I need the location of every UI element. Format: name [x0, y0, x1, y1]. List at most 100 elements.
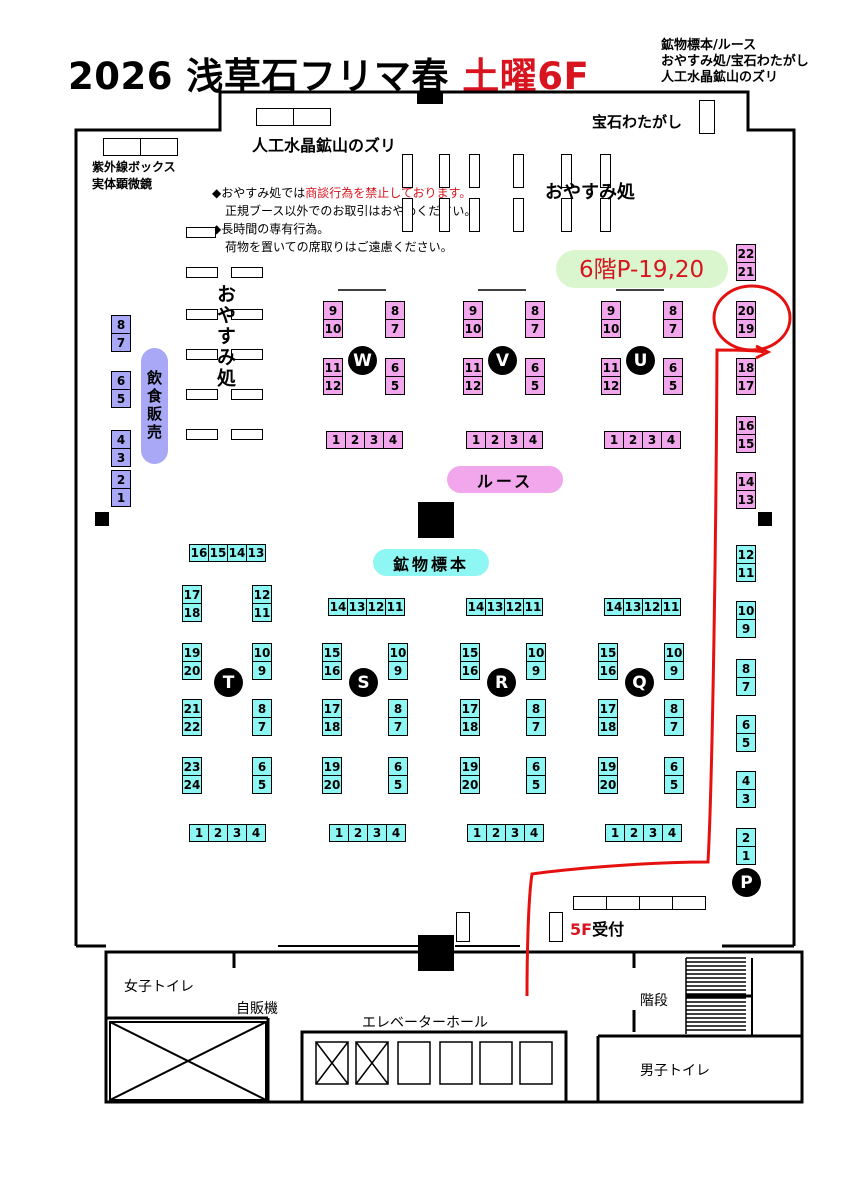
- reception-label: 5F受付: [570, 916, 624, 940]
- column-p-booth-lower-4-b: 3: [736, 789, 756, 808]
- rest-left-table: [231, 429, 263, 440]
- island-s-booth-right-2-a: 6: [388, 757, 408, 776]
- rest-right-table: [513, 154, 524, 188]
- column-p-booth-lower-0-b: 11: [736, 563, 756, 582]
- category-notes: 鉱物標本/ルース おやすみ処/宝石わたがし 人工水晶鉱山のズリ: [661, 38, 809, 86]
- elevator-doors: [315, 1041, 553, 1085]
- island-r-booth-toprow-3: 11: [523, 598, 543, 616]
- rest-right-table: [402, 198, 413, 232]
- island-r-booth-right-1-a: 8: [526, 699, 546, 718]
- island-s-marker: S: [349, 668, 378, 697]
- column-p-booth-lower-4-a: 4: [736, 771, 756, 790]
- island-t-booth-left-1-a: 19: [182, 643, 202, 662]
- column-p-booth-lower-3-a: 6: [736, 715, 756, 734]
- left-column-booth-1-b: 5: [111, 389, 131, 408]
- uv-table-1: [103, 138, 141, 156]
- island-u-booth-bottom-right-b: 5: [663, 376, 683, 395]
- microscope-label: 実体顕微鏡: [92, 177, 153, 191]
- column-p-booth-upper-4-b: 13: [736, 490, 756, 509]
- island-t-booth-right-1-a: 10: [252, 643, 272, 662]
- rest-right-table: [561, 198, 572, 232]
- uv-box-label: 紫外線ボックス: [92, 160, 176, 174]
- island-s-booth-toprow-2: 12: [366, 598, 386, 616]
- rest-left-table: [231, 267, 263, 278]
- island-q-booth-right-2-b: 5: [664, 775, 684, 794]
- notice-line2: 正規ブース以外でのお取引はおやめください。: [225, 204, 477, 218]
- rest-right-table: [513, 198, 524, 232]
- island-w-booth-bottom-left-a: 11: [323, 358, 343, 377]
- rest-left-table: [186, 429, 218, 440]
- island-w-booth-top-left-b: 10: [323, 319, 343, 338]
- stairs-graphic: [685, 957, 752, 1034]
- island-w-booth-bottom-right-a: 6: [385, 358, 405, 377]
- island-s-booth-toprow-1: 13: [347, 598, 367, 616]
- column-p-booth-upper-4-a: 14: [736, 472, 756, 491]
- rest-left-table: [231, 389, 263, 400]
- column-p-booth-lower-0-a: 12: [736, 545, 756, 564]
- island-q-booth-row-2: 3: [643, 824, 663, 842]
- left-column-booth-3-b: 1: [111, 488, 131, 507]
- island-q-booth-toprow-2: 12: [642, 598, 662, 616]
- island-t-booth-toprow-3: 13: [246, 544, 266, 562]
- island-t-booth-row-1: 2: [208, 824, 228, 842]
- reception-desk-4: [672, 896, 706, 910]
- uv-table-2: [140, 138, 178, 156]
- womens-toilet-label: 女子トイレ: [124, 979, 194, 995]
- island-r-booth-toprow-0: 14: [466, 598, 486, 616]
- island-q-booth-right-0-b: 9: [664, 661, 684, 680]
- island-t-booth-toprow-2: 14: [227, 544, 247, 562]
- rest-left-table: [231, 349, 263, 360]
- island-s-booth-right-1-a: 8: [388, 699, 408, 718]
- island-u-booth-row-1: 2: [623, 431, 643, 449]
- loose-section-label: ルース: [447, 466, 563, 493]
- mens-toilet-label: 男子トイレ: [640, 1063, 710, 1079]
- left-column-booth-3-a: 2: [111, 470, 131, 489]
- rest-left-table: [186, 309, 218, 320]
- rest-left-table: [231, 309, 263, 320]
- pillar-bottom: [418, 935, 454, 971]
- mineral-section-label: 鉱物標本: [373, 549, 489, 576]
- rest-right-table: [439, 198, 450, 232]
- column-p-booth-lower-1-b: 9: [736, 619, 756, 638]
- island-t-booth-right-1-b: 9: [252, 661, 272, 680]
- island-s-booth-left-0-a: 15: [322, 643, 342, 662]
- elevator-hall-label: エレベーターホール: [362, 1015, 488, 1031]
- vending-label: 自販機: [236, 1001, 278, 1017]
- category-note-1: 鉱物標本/ルース: [661, 38, 757, 53]
- island-v-booth-top-right-a: 8: [525, 301, 545, 320]
- island-t-booth-row-3: 4: [246, 824, 266, 842]
- island-w-booth-row-2: 3: [364, 431, 384, 449]
- island-t-booth-toprow-1: 15: [208, 544, 228, 562]
- island-u-booth-bottom-left-b: 12: [601, 376, 621, 395]
- island-s-booth-right-2-b: 5: [388, 775, 408, 794]
- island-q-booth-left-0-b: 16: [598, 661, 618, 680]
- island-w-booth-bottom-right-b: 5: [385, 376, 405, 395]
- island-s-booth-left-1-b: 18: [322, 717, 342, 736]
- column-p-booth-upper-2-a: 18: [736, 358, 756, 377]
- island-q-booth-left-2-a: 19: [598, 757, 618, 776]
- island-q-booth-row-1: 2: [624, 824, 644, 842]
- column-p-booth-upper-1-b: 19: [736, 319, 756, 338]
- reception-text: 受付: [592, 920, 625, 939]
- island-r-booth-left-0-b: 16: [460, 661, 480, 680]
- island-w-booth-top-right-a: 8: [385, 301, 405, 320]
- column-p-booth-upper-2-b: 17: [736, 376, 756, 395]
- island-s-booth-right-1-b: 7: [388, 717, 408, 736]
- island-t-booth-left-3-b: 24: [182, 775, 202, 794]
- island-u-booth-top-left-b: 10: [601, 319, 621, 338]
- column-p-booth-lower-3-b: 5: [736, 733, 756, 752]
- island-s-booth-right-0-a: 10: [388, 643, 408, 662]
- island-r-booth-left-0-a: 15: [460, 643, 480, 662]
- gem-candy-table: [699, 100, 715, 134]
- category-note-3: 人工水晶鉱山のズリ: [661, 70, 779, 85]
- island-u-booth-row-3: 4: [661, 431, 681, 449]
- highlight-note-bg: [556, 250, 728, 288]
- island-w-booth-row-3: 4: [383, 431, 403, 449]
- island-t-booth-right-2-a: 8: [252, 699, 272, 718]
- island-s-booth-row-2: 3: [367, 824, 387, 842]
- island-r-booth-right-0-b: 9: [526, 661, 546, 680]
- island-s-booth-left-0-b: 16: [322, 661, 342, 680]
- rest-area-left-label: おやすみ処: [214, 284, 236, 389]
- island-t-booth-left-2-b: 22: [182, 717, 202, 736]
- island-q-booth-right-1-a: 8: [664, 699, 684, 718]
